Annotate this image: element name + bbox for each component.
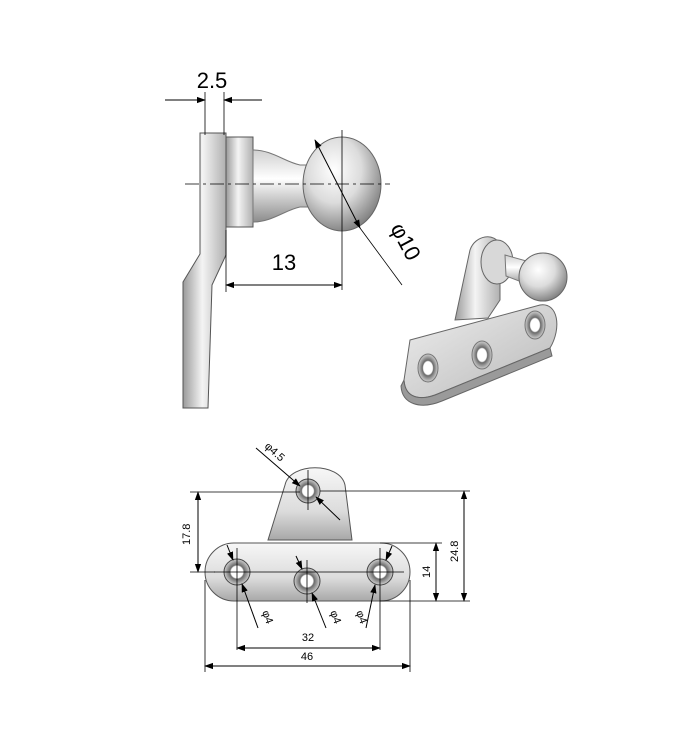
iso-hole-left bbox=[417, 353, 439, 383]
bracket-leg bbox=[182, 132, 227, 409]
dim-hole-right-diameter: φ4 bbox=[353, 609, 369, 626]
dim-flange-thickness: 2.5 bbox=[197, 68, 228, 93]
leader-hole-mid bbox=[311, 592, 327, 629]
iso-hole-right bbox=[524, 310, 546, 340]
leader-hole-right-2 bbox=[385, 545, 393, 561]
front-view: φ4.5 17.8 24.8 14 φ4 φ4 φ4 32 46 bbox=[181, 440, 470, 672]
flange-collar bbox=[225, 136, 254, 228]
dim-top-hole-diameter: φ4.5 bbox=[262, 440, 287, 464]
dim-ball-diameter: φ10 bbox=[386, 219, 426, 265]
dim-hole-spacing: 32 bbox=[302, 632, 314, 644]
dim-total-width: 46 bbox=[301, 651, 313, 663]
leader-hole-mid-2 bbox=[295, 555, 303, 570]
leader-hole-left bbox=[241, 583, 259, 629]
dim-ball-offset: 13 bbox=[272, 250, 296, 275]
iso-plate-edge bbox=[400, 347, 553, 406]
dim-hole-mid-diameter: φ4 bbox=[327, 609, 343, 626]
front-upright-tab bbox=[267, 467, 353, 541]
leader-hole-left-2 bbox=[226, 544, 234, 561]
dim-ball-diameter-leader bbox=[359, 227, 403, 286]
isometric-view bbox=[400, 236, 568, 406]
dim-base-height: 17.8 bbox=[181, 524, 193, 545]
leader-top-hole bbox=[255, 447, 301, 487]
dim-ball-diameter-line bbox=[314, 139, 361, 229]
leader-hole-right bbox=[365, 584, 377, 629]
leader-top-hole-2 bbox=[315, 496, 341, 521]
dim-total-height: 24.8 bbox=[449, 541, 461, 562]
side-view: 2.5 13 φ10 bbox=[165, 68, 426, 409]
dim-hole-left-diameter: φ4 bbox=[259, 609, 275, 626]
iso-ball bbox=[518, 252, 568, 302]
dim-plate-height: 14 bbox=[421, 566, 433, 578]
iso-hole-mid bbox=[471, 340, 493, 370]
